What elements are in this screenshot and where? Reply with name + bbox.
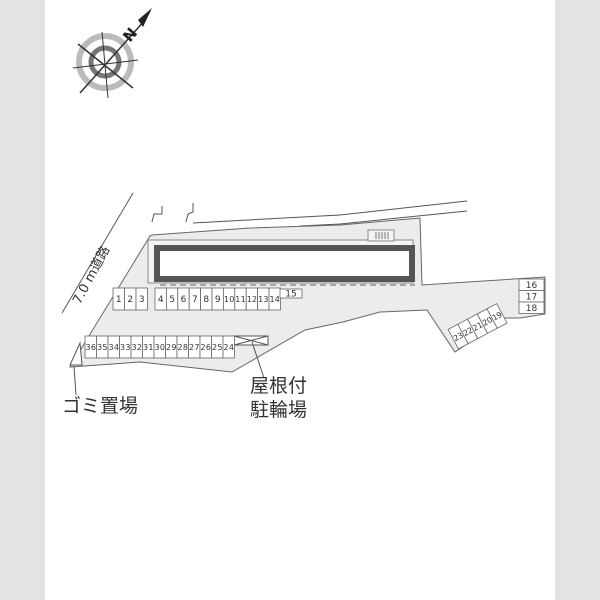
parking-spot-number: 22 xyxy=(462,326,475,339)
bike-shelter-label-1: 屋根付 xyxy=(250,375,308,397)
parking-spot-number: 21 xyxy=(471,320,484,333)
parking-spot-number: 23 xyxy=(452,331,465,344)
garbage-label: ゴミ置場 xyxy=(62,395,139,417)
parking-spot-13: 13 xyxy=(257,287,270,311)
parking-spot-number: 5 xyxy=(169,295,175,305)
parking-spot-12: 12 xyxy=(245,287,258,311)
road-label: 7.0 m道路 xyxy=(69,243,113,307)
parking-spot-18: 18 xyxy=(518,301,545,314)
parking-spot-number: 7 xyxy=(192,295,198,305)
parking-spot-number: 25 xyxy=(212,343,223,352)
parking-spot-number: 14 xyxy=(270,295,280,304)
parking-spot-number: 18 xyxy=(526,304,538,314)
parking-spot-number: 15 xyxy=(285,290,296,300)
parking-spot-number: 28 xyxy=(178,343,189,352)
parking-spot-9: 9 xyxy=(211,287,224,311)
adjacent-roads xyxy=(151,200,468,227)
parking-spot-number: 13 xyxy=(258,295,268,304)
parking-spot-16: 16 xyxy=(518,278,545,291)
parking-spot-number: 26 xyxy=(201,343,212,352)
parking-spot-26: 26 xyxy=(199,335,212,359)
parking-spot-35: 35 xyxy=(96,335,109,359)
parking-spot-11: 11 xyxy=(234,287,247,311)
parking-spot-4: 4 xyxy=(154,287,167,311)
parking-spot-24: 24 xyxy=(222,335,235,359)
parking-spot-10: 10 xyxy=(222,287,236,311)
parking-spot-23: 23 xyxy=(447,323,469,350)
parking-spot-27: 27 xyxy=(188,335,201,359)
parking-spot-number: 33 xyxy=(120,343,131,352)
road-edge xyxy=(61,192,134,314)
parking-spot-6: 6 xyxy=(177,287,190,311)
parking-spot-15: 15 xyxy=(279,288,303,300)
parking-spot-number: 17 xyxy=(526,292,537,302)
parking-spot-number: 11 xyxy=(235,295,245,304)
parking-spot-number: 6 xyxy=(181,295,187,305)
stairs-icon xyxy=(375,232,389,239)
parking-spot-8: 8 xyxy=(200,287,213,311)
parking-spot-number: 30 xyxy=(155,343,166,352)
parking-spot-32: 32 xyxy=(130,335,143,359)
parking-spot-number: 35 xyxy=(97,343,108,352)
parking-spot-33: 33 xyxy=(119,335,132,359)
parking-spot-number: 34 xyxy=(109,343,120,352)
bike-shelter-label-2: 駐輪場 xyxy=(250,399,308,421)
parking-spot-28: 28 xyxy=(176,335,189,359)
parking-spot-number: 12 xyxy=(247,295,257,304)
parking-spot-number: 31 xyxy=(143,343,154,352)
parking-spot-number: 24 xyxy=(224,343,235,352)
parking-spot-19: 19 xyxy=(486,303,508,329)
parking-spot-1: 1 xyxy=(112,287,125,311)
bike-leader-line xyxy=(251,341,265,379)
parking-spot-14: 14 xyxy=(268,287,281,311)
stairs xyxy=(367,229,395,242)
parking-spot-3: 3 xyxy=(135,287,148,311)
parking-spot-22: 22 xyxy=(457,318,479,345)
parking-spot-number: 32 xyxy=(132,343,143,352)
parking-spot-number: 9 xyxy=(215,295,221,305)
parking-spot-31: 31 xyxy=(142,335,155,359)
parking-spot-25: 25 xyxy=(211,335,224,359)
parking-spot-number: 36 xyxy=(86,343,97,352)
parking-spot-number: 19 xyxy=(491,310,504,323)
parking-spot-29: 29 xyxy=(165,335,178,359)
parking-spot-number: 4 xyxy=(158,295,164,305)
garbage-area xyxy=(69,341,83,366)
parking-spot-21: 21 xyxy=(466,313,489,340)
parking-spot-number: 16 xyxy=(526,281,538,291)
parking-spot-34: 34 xyxy=(107,335,120,359)
parking-spot-17: 17 xyxy=(518,290,545,303)
parking-spot-30: 30 xyxy=(153,335,166,359)
compass-icon: N xyxy=(72,8,152,99)
parking-spot-number: 2 xyxy=(127,295,133,305)
parking-spot-number: 1 xyxy=(116,295,122,305)
parking-spot-number: 27 xyxy=(189,343,200,352)
parking-spot-7: 7 xyxy=(188,287,201,311)
parking-spot-number: 10 xyxy=(224,295,234,304)
parking-spot-2: 2 xyxy=(124,287,137,311)
apartment-building xyxy=(154,245,415,282)
parking-spot-number: 29 xyxy=(166,343,177,352)
parking-spot-number: 20 xyxy=(481,315,494,328)
parking-spot-number: 8 xyxy=(203,295,209,305)
parking-spot-36: 36 xyxy=(84,335,97,359)
bike-shelter xyxy=(233,335,269,346)
parking-spot-5: 5 xyxy=(165,287,179,311)
garbage-leader-line xyxy=(73,365,77,396)
parking-spot-number: 3 xyxy=(139,295,145,305)
